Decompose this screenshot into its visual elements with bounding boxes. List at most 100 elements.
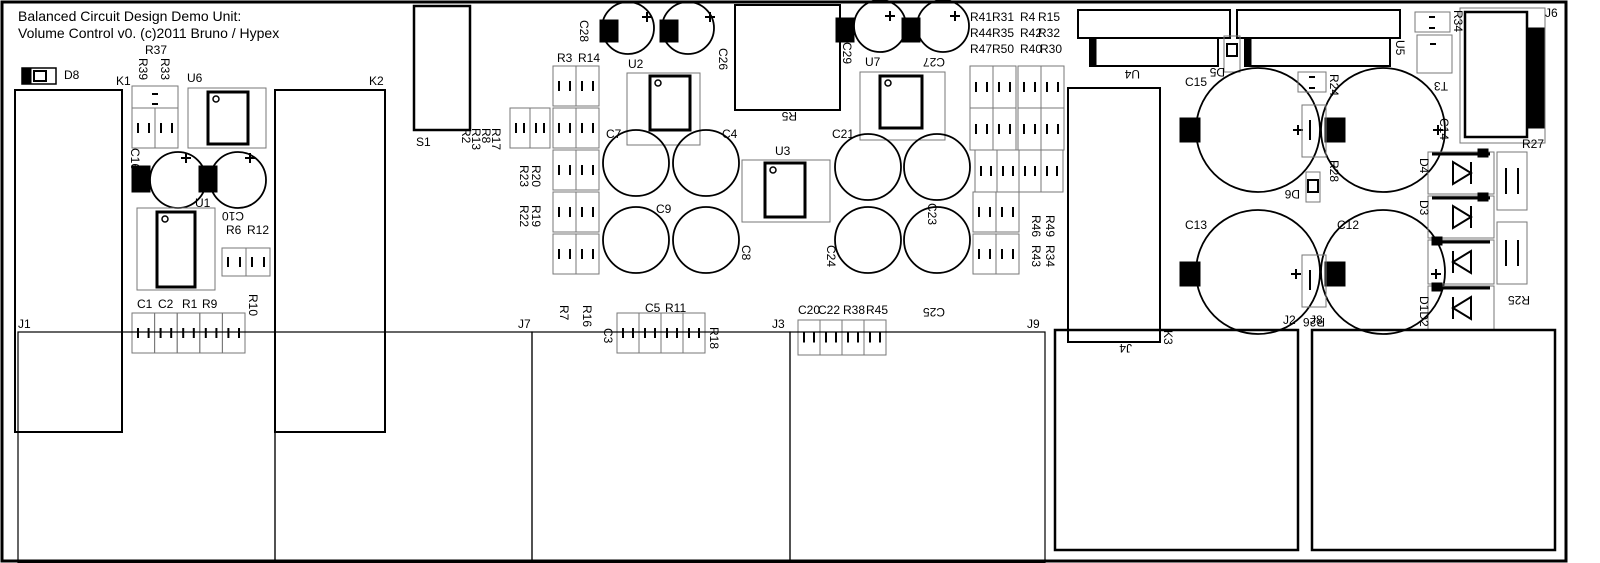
resistor-footprint xyxy=(969,107,994,151)
label-r30: R30 xyxy=(1040,42,1062,56)
capacitor-c27 xyxy=(916,0,970,53)
label-k2: K2 xyxy=(369,74,384,88)
capacitor-pad xyxy=(198,165,218,193)
ic-u2-body xyxy=(648,74,692,132)
label-r13: R13 xyxy=(469,128,483,150)
label-r5: R5 xyxy=(781,109,797,123)
label-c20: C20 xyxy=(798,303,820,317)
capacitor-pad xyxy=(1179,117,1201,143)
label-c7: C7 xyxy=(606,127,622,141)
switch-s1 xyxy=(412,4,472,132)
label-r4: R4 xyxy=(1020,10,1036,24)
label-j3: J3 xyxy=(772,317,785,331)
label-d4: D4 xyxy=(1417,158,1431,174)
component-r5 xyxy=(734,4,841,111)
resistor-footprint xyxy=(660,312,684,354)
regulator-u5-heatsink xyxy=(1236,9,1401,39)
connector-j6-outline xyxy=(1459,7,1546,144)
connector-j9 xyxy=(789,331,1046,563)
diode-footprint xyxy=(1427,195,1495,239)
connector-j6-latch xyxy=(1527,27,1545,129)
capacitor-c23 xyxy=(903,133,971,201)
label-k1: K1 xyxy=(116,74,131,88)
resistor-footprint xyxy=(552,149,577,191)
label-r34b: R34 xyxy=(1451,10,1465,32)
resistor-footprint xyxy=(221,247,247,277)
regulator-u4-body xyxy=(1089,37,1219,67)
capacitor-pad xyxy=(22,68,32,84)
pin1-marker-icon xyxy=(161,215,169,223)
title-line-2: Volume Control v0. (c)2011 Bruno / Hypex xyxy=(18,25,279,41)
resistor-footprint xyxy=(131,107,156,149)
capacitor-c12 xyxy=(1320,209,1446,335)
relay-k1 xyxy=(14,89,123,433)
resistor-footprint xyxy=(575,191,600,233)
resistor-footprint xyxy=(199,312,223,354)
label-c23: C23 xyxy=(925,203,939,225)
label-c10: C10 xyxy=(222,209,244,223)
relay-k3 xyxy=(1067,87,1161,343)
regulator-u5-body xyxy=(1244,37,1391,67)
label-r23: R23 xyxy=(517,165,531,187)
capacitor-c21 xyxy=(834,133,902,201)
relay-k2 xyxy=(274,89,386,433)
label-c5: C5 xyxy=(645,301,661,315)
label-j1: J1 xyxy=(18,317,31,331)
capacitor-pad xyxy=(835,17,855,43)
label-s1: S1 xyxy=(416,135,431,149)
label-c16: C16 xyxy=(128,148,142,170)
label-j2: J2 xyxy=(1283,313,1296,327)
resistor-footprint xyxy=(974,149,998,193)
label-c12: C12 xyxy=(1337,218,1359,232)
capacitor-pad xyxy=(1324,117,1346,143)
label-r18: R18 xyxy=(707,327,721,349)
label-r22: R22 xyxy=(517,205,531,227)
label-j7: J7 xyxy=(518,317,531,331)
label-r19: R19 xyxy=(529,205,543,227)
label-r31: R31 xyxy=(992,10,1014,24)
label-d6: D6 xyxy=(1284,187,1300,201)
resistor-footprint xyxy=(797,319,821,356)
capacitor-c8 xyxy=(672,206,740,274)
resistor-footprint xyxy=(992,107,1017,151)
resistor-footprint xyxy=(819,319,843,356)
label-r27: R27 xyxy=(1522,137,1544,151)
resistor-footprint xyxy=(509,107,531,149)
label-u3: U3 xyxy=(775,144,791,158)
ic-u7-outline xyxy=(859,71,946,141)
label-r50: R50 xyxy=(992,42,1014,56)
label-c29: C29 xyxy=(840,42,854,64)
label-r43: R43 xyxy=(1029,245,1043,267)
label-j9: J9 xyxy=(1027,317,1040,331)
label-r45: R45 xyxy=(866,303,888,317)
label-r12: R12 xyxy=(247,223,269,237)
resistor-footprint xyxy=(972,233,997,275)
capacitor-c10 xyxy=(209,151,267,209)
resistor-footprint xyxy=(682,312,706,354)
label-c15: C15 xyxy=(1185,75,1207,89)
capacitor-pad xyxy=(901,17,921,43)
ic-u3-body xyxy=(763,161,807,219)
label-d3: D3 xyxy=(1417,200,1431,216)
label-k3: K3 xyxy=(1161,330,1175,345)
connector-j6-body xyxy=(1463,10,1529,139)
label-r11: R11 xyxy=(665,301,686,315)
label-u7: U7 xyxy=(865,55,881,69)
label-r28: R28 xyxy=(1327,160,1341,182)
resistor-r28 xyxy=(1301,104,1327,158)
resistor-footprint xyxy=(176,312,201,354)
resistor-footprint xyxy=(841,319,865,356)
label-u5: U5 xyxy=(1393,40,1407,56)
diode-symbol-icon xyxy=(1452,160,1473,186)
label-c13: C13 xyxy=(1185,218,1207,232)
label-j8: J8 xyxy=(1310,313,1323,327)
label-r10: R10 xyxy=(246,294,260,316)
diode-pad xyxy=(1477,148,1489,158)
diode-symbol-icon xyxy=(1451,295,1472,321)
label-c25: C25 xyxy=(923,305,945,319)
resistor-footprint xyxy=(1017,65,1042,109)
label-r35: R35 xyxy=(992,26,1014,40)
label-r38: R38 xyxy=(843,303,865,317)
label-c26: C26 xyxy=(716,48,730,70)
resistor-footprint xyxy=(995,233,1020,275)
